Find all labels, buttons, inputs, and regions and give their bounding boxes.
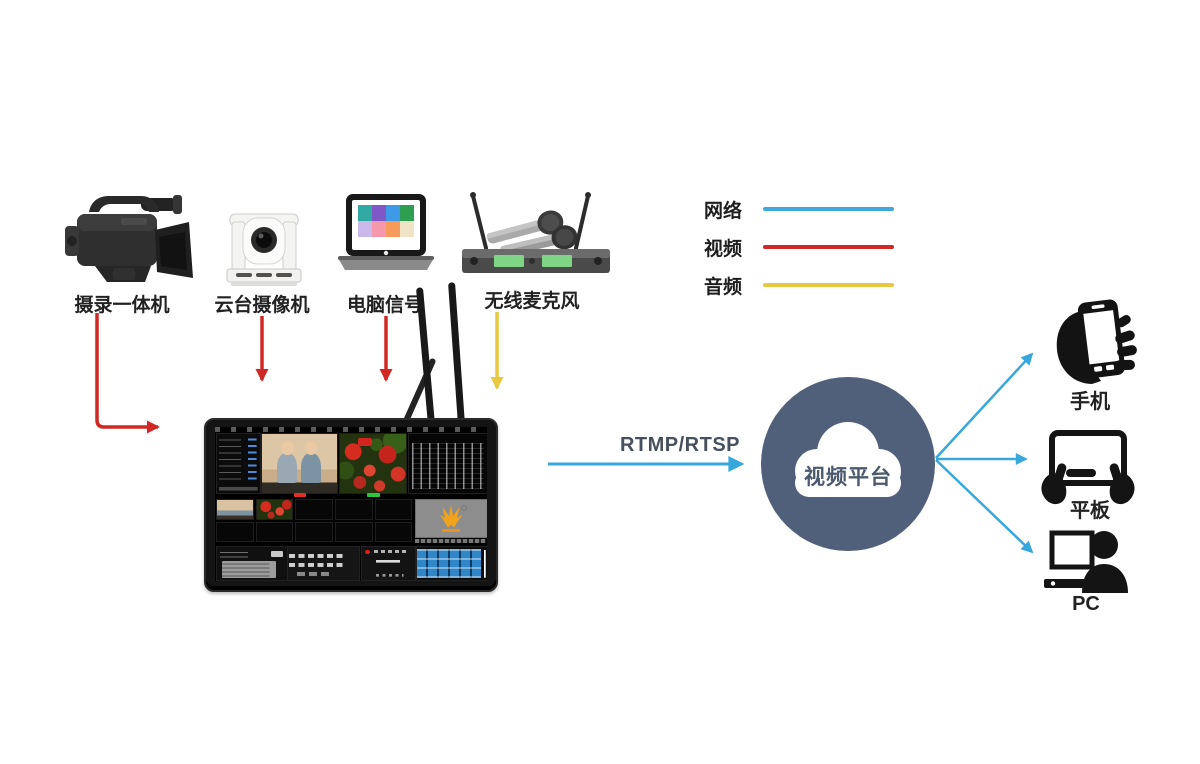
camcorder-icon (65, 195, 193, 282)
wireless-mic-icon (462, 192, 610, 273)
pc-icon (1044, 530, 1128, 593)
phone-label: 手机 (1070, 391, 1110, 413)
cloud-icon (795, 422, 901, 497)
tablet-icon (1041, 430, 1135, 505)
stream-protocol-label: RTMP/RTSP (619, 434, 741, 456)
legend: 网络 视频 音频 (704, 190, 894, 304)
arrow-cloud-to-pc (935, 459, 1034, 554)
media-gallery-panel (416, 545, 487, 581)
logo-panel (414, 499, 487, 539)
legend-audio-label: 音频 (704, 276, 743, 298)
multiview-screen (215, 427, 487, 581)
ptz-camera-icon (226, 213, 302, 286)
tablet-label: 平板 (1070, 500, 1110, 522)
phone-icon (1056, 299, 1137, 384)
camcorder-label: 摄录一体机 (74, 295, 170, 316)
legend-row-video: 视频 (704, 228, 894, 266)
thumbnail-grid (216, 499, 413, 543)
transport-strip (414, 538, 486, 544)
switch-buttons-panel (287, 545, 360, 581)
legend-row-network: 网络 (704, 190, 894, 228)
laptop-icon (338, 194, 434, 270)
brand-logo-icon (439, 504, 468, 532)
preview-monitor (338, 433, 408, 494)
arrow-camcorder-to-switcher (95, 313, 160, 434)
program-tally (293, 492, 307, 497)
computer-signal-label: 电脑信号 (346, 295, 423, 316)
audio-mixer-panel (408, 433, 487, 494)
log-panel (216, 545, 288, 581)
record-indicator (365, 549, 370, 555)
preview-tally (367, 492, 380, 497)
legend-row-audio: 音频 (704, 266, 894, 304)
ptz-camera-label: 云台摄像机 (214, 295, 310, 316)
legend-audio-line (763, 283, 894, 287)
screen-menu-bar (215, 427, 487, 432)
arrow-cloud-to-phone (935, 352, 1034, 459)
video-switcher-device (204, 418, 498, 592)
cloud-platform: 视频平台 (761, 377, 935, 551)
legend-network-label: 网络 (704, 200, 743, 222)
wireless-mic-label: 无线麦克风 (484, 291, 580, 312)
legend-video-line (763, 245, 894, 249)
legend-network-line (763, 207, 894, 211)
cloud-platform-label: 视频平台 (804, 466, 892, 489)
record-panel (360, 545, 416, 581)
legend-video-label: 视频 (704, 238, 743, 260)
program-monitor (261, 433, 339, 494)
pc-label: PC (1072, 593, 1100, 615)
source-list-panel (216, 433, 261, 494)
